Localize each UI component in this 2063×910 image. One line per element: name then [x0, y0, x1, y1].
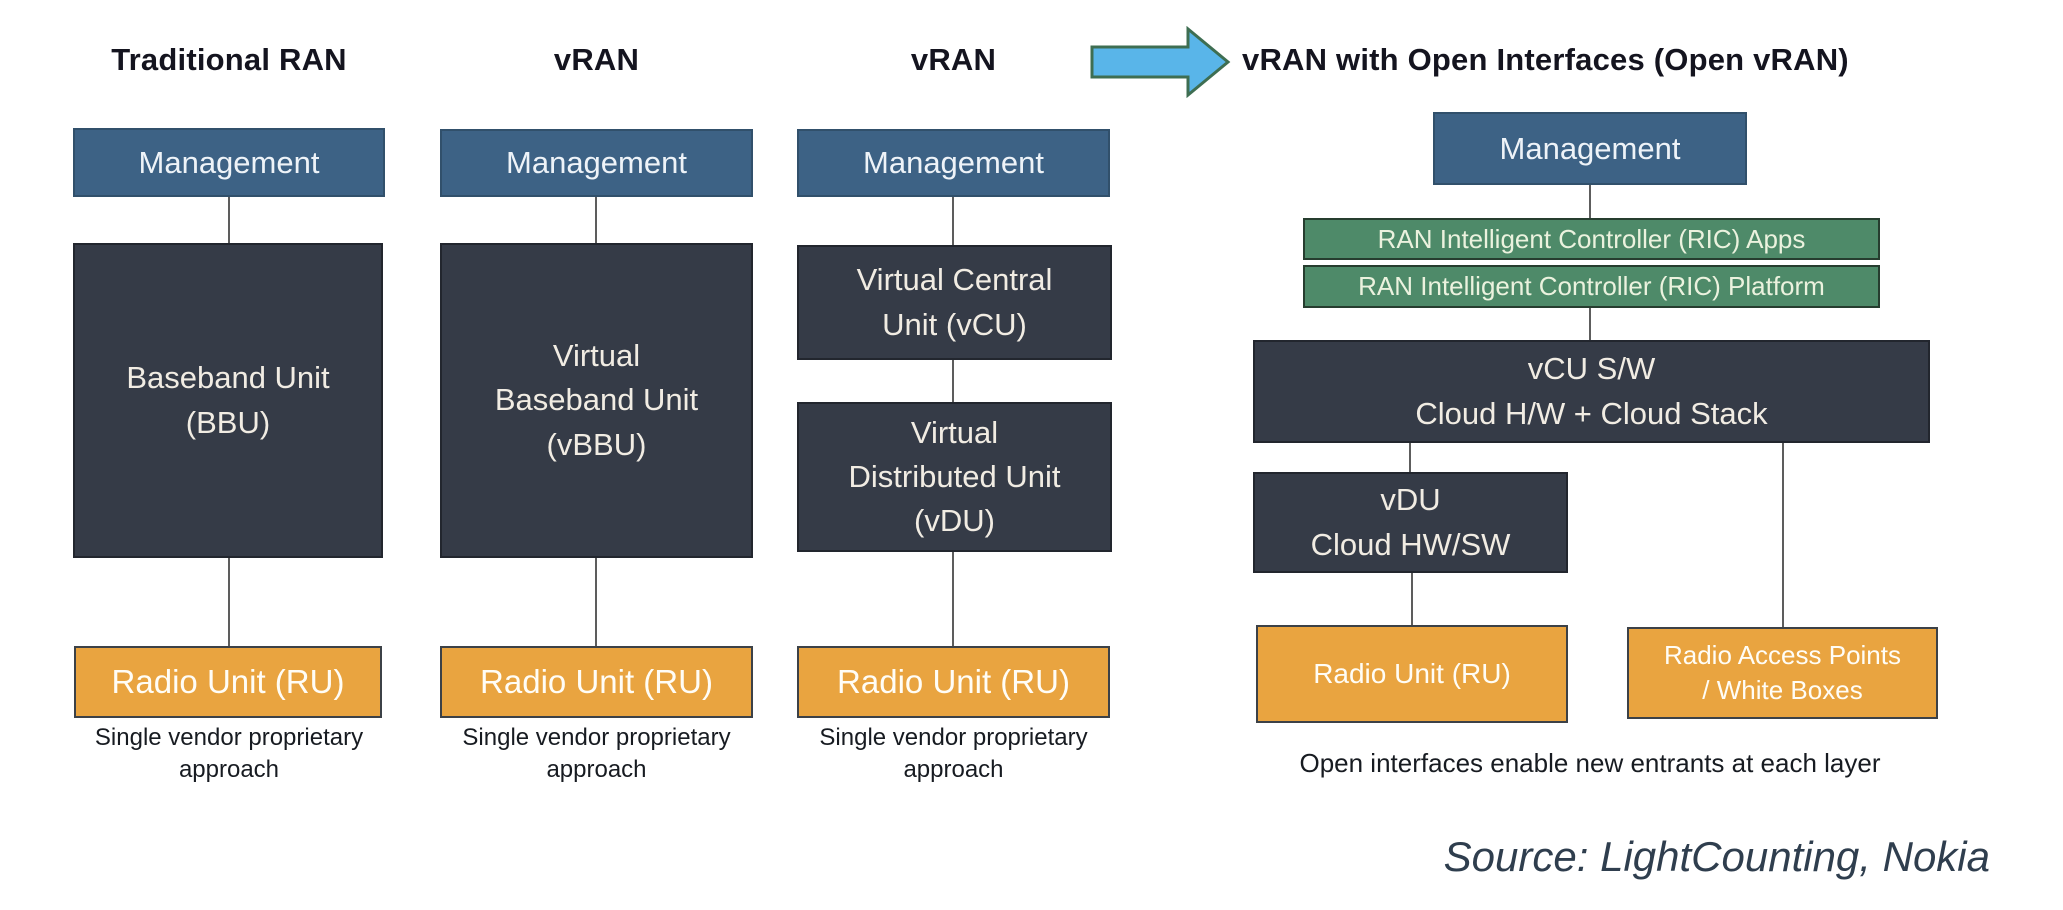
col1-radio-unit-label: Radio Unit (RU)	[111, 663, 345, 700]
col4-connector-ric-vcu	[1589, 308, 1591, 340]
column-title-vran-1: vRAN	[553, 42, 640, 77]
col4-caption: Open interfaces enable new entrants at e…	[1299, 748, 1881, 778]
col4-rap-line2: / White Boxes	[1702, 675, 1863, 705]
col2-radio-unit-label: Radio Unit (RU)	[480, 663, 713, 700]
col3-caption-line1: Single vendor	[819, 724, 967, 751]
column-title-vran-2: vRAN	[910, 42, 997, 77]
col3-vdu-line3: (vDU)	[914, 503, 995, 538]
col3-management-box: Management	[797, 129, 1110, 197]
col4-vdu-line1: vDU	[1380, 482, 1441, 518]
col3-virtual-central-unit-box: Virtual Central Unit (vCU)	[797, 245, 1112, 360]
col4-ric-apps-box: RAN Intelligent Controller (RIC) Apps	[1303, 218, 1880, 260]
col4-connector-vcu-vdu	[1409, 443, 1411, 472]
col4-management-box: Management	[1433, 112, 1747, 185]
col2-virtual-baseband-unit-box: Virtual Baseband Unit (vBBU)	[440, 243, 753, 558]
column-title-traditional-ran: Traditional RAN	[111, 42, 347, 77]
col4-connector-vdu-ru	[1411, 573, 1413, 625]
col2-caption-line2: proprietary approach	[546, 724, 731, 783]
col3-radio-unit-label: Radio Unit (RU)	[837, 663, 1070, 700]
col3-caption: Single vendor proprietary approach	[797, 722, 1110, 785]
col1-bbu-line2: (BBU)	[185, 404, 271, 440]
col4-ric-platform-label: RAN Intelligent Controller (RIC) Platfor…	[1358, 271, 1825, 301]
col4-connector-mgmt-ric	[1589, 185, 1591, 218]
col3-connector-vdu-ru	[952, 552, 954, 646]
col2-connector-vbbu-ru	[595, 558, 597, 646]
col3-management-label: Management	[863, 145, 1044, 180]
col2-vbbu-line1: Virtual	[552, 338, 641, 374]
col3-vdu-line1: Virtual	[910, 414, 999, 450]
col3-connector-mgmt-vcu	[952, 197, 954, 245]
col4-rap-line1: Radio Access Points	[1663, 639, 1901, 670]
col4-vdu-box: vDU Cloud HW/SW	[1253, 472, 1568, 573]
col2-management-box: Management	[440, 129, 753, 197]
col3-radio-unit-box: Radio Unit (RU)	[797, 646, 1110, 718]
col2-connector-mgmt-vbbu	[595, 197, 597, 243]
col3-vcu-line2: Unit (vCU)	[882, 306, 1027, 342]
col1-caption-line2: proprietary approach	[178, 724, 364, 783]
col1-management-box: Management	[73, 128, 385, 197]
col4-vcu-sw-box: vCU S/W Cloud H/W + Cloud Stack	[1253, 340, 1930, 443]
col1-radio-unit-box: Radio Unit (RU)	[74, 646, 382, 718]
col3-vcu-line1: Virtual Central	[856, 262, 1053, 298]
col3-virtual-distributed-unit-box: Virtual Distributed Unit (vDU)	[797, 402, 1112, 552]
col4-ric-platform-box: RAN Intelligent Controller (RIC) Platfor…	[1303, 265, 1880, 308]
col2-caption: Single vendor proprietary approach	[440, 722, 753, 785]
col2-management-label: Management	[506, 145, 687, 180]
col1-caption-line1: Single vendor	[94, 724, 242, 751]
col3-vdu-line2: Distributed Unit	[848, 458, 1061, 494]
col4-management-label: Management	[1499, 130, 1681, 166]
col4-connector-vcu-rap	[1782, 443, 1784, 627]
col1-baseband-unit-box: Baseband Unit (BBU)	[73, 243, 383, 558]
col3-caption-line2: proprietary approach	[903, 724, 1088, 783]
col3-connector-vcu-vdu	[952, 360, 954, 402]
col4-radio-unit-box: Radio Unit (RU)	[1256, 625, 1568, 723]
col4-vcu-line2: Cloud H/W + Cloud Stack	[1415, 395, 1768, 431]
col1-connector-bbu-ru	[228, 558, 230, 646]
col1-caption: Single vendor proprietary approach	[73, 722, 385, 785]
col4-radio-unit-label: Radio Unit (RU)	[1313, 658, 1511, 689]
col4-vcu-line1: vCU S/W	[1527, 351, 1656, 387]
col1-bbu-line1: Baseband Unit	[126, 360, 330, 396]
source-credit: Source: LightCounting, Nokia	[1443, 833, 1990, 880]
col1-management-label: Management	[138, 144, 320, 180]
column-title-open-vran: vRAN with Open Interfaces (Open vRAN)	[1242, 42, 1849, 77]
right-arrow-icon	[1090, 26, 1231, 98]
col2-caption-line1: Single vendor	[462, 724, 610, 751]
col2-vbbu-line3: (vBBU)	[546, 426, 647, 462]
col2-radio-unit-box: Radio Unit (RU)	[440, 646, 753, 718]
col4-ric-apps-label: RAN Intelligent Controller (RIC) Apps	[1377, 223, 1806, 254]
col4-vdu-line2: Cloud HW/SW	[1310, 526, 1511, 562]
col1-connector-mgmt-bbu	[228, 197, 230, 243]
col2-vbbu-line2: Baseband Unit	[494, 382, 699, 418]
col4-radio-access-points-box: Radio Access Points / White Boxes	[1627, 627, 1938, 719]
